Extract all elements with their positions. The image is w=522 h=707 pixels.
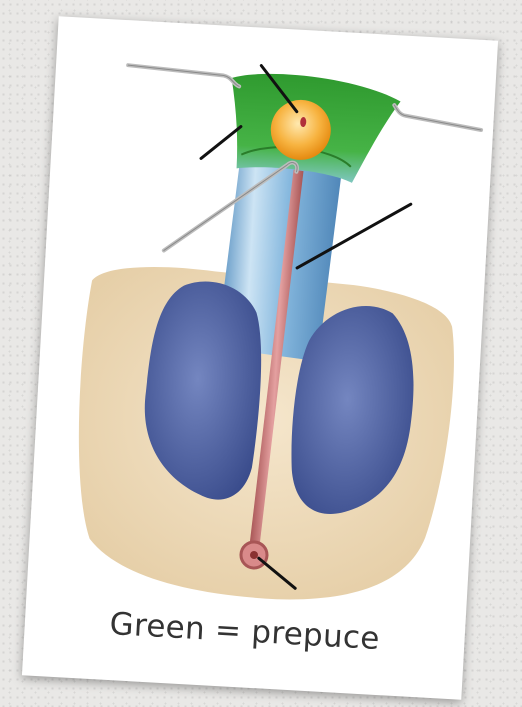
anatomy-diagram	[26, 16, 498, 620]
diagram-card: Green = prepuce	[22, 16, 498, 700]
leader-line-prepuce	[201, 124, 241, 160]
